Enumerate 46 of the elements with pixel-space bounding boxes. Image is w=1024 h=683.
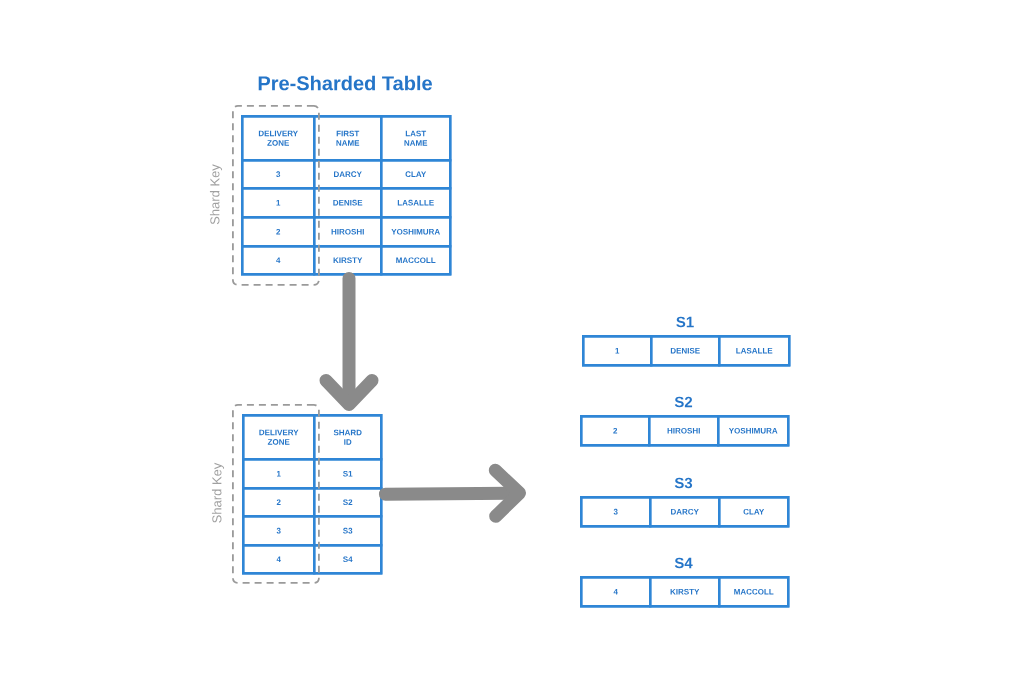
- arrow: [319, 271, 379, 411]
- table-cell: CLAY: [380, 159, 452, 190]
- table-cell: KIRSTY: [649, 576, 721, 608]
- table-cell: MACCOLL: [718, 576, 790, 608]
- table-cell: 1: [241, 187, 316, 219]
- table-title: S3: [674, 477, 693, 489]
- table-cell: S1: [313, 458, 383, 490]
- table-cell: LASALLE: [380, 187, 452, 219]
- table-cell: S3: [313, 515, 383, 547]
- header-cell: SHARD ID: [313, 414, 383, 461]
- table-cell: 3: [580, 496, 652, 528]
- header-cell: DELIVERY ZONE: [242, 414, 316, 461]
- table-cell: MACCOLL: [380, 245, 452, 276]
- table-cell: S2: [313, 487, 383, 518]
- table-cell: LASALLE: [718, 335, 791, 367]
- vertical-label: Shard Key: [209, 164, 223, 225]
- table-cell: DARCY: [649, 496, 721, 528]
- table-cell: YOSHIMURA: [380, 216, 452, 248]
- table-cell: 2: [242, 487, 316, 518]
- header-cell: DELIVERY ZONE: [241, 115, 316, 162]
- table-cell: 2: [241, 216, 316, 248]
- table-title: Pre-Sharded Table: [258, 75, 432, 91]
- table-cell: DENISE: [313, 187, 383, 219]
- table-title: S1: [676, 316, 694, 328]
- vertical-label: Shard Key: [211, 462, 225, 523]
- table-cell: 4: [580, 576, 652, 608]
- header-cell: LAST NAME: [380, 115, 452, 162]
- table-cell: 4: [242, 544, 316, 575]
- table-cell: HIROSHI: [313, 216, 383, 248]
- table-cell: 4: [241, 245, 316, 276]
- table-cell: 1: [582, 335, 653, 367]
- table-cell: DENISE: [650, 335, 721, 367]
- table-title: S4: [674, 557, 693, 569]
- table-cell: 1: [242, 458, 316, 490]
- table-cell: S4: [313, 544, 383, 575]
- table-cell: DARCY: [313, 159, 383, 190]
- table-title: S2: [674, 396, 693, 408]
- arrow: [378, 463, 526, 523]
- table-cell: 3: [242, 515, 316, 547]
- table-cell: KIRSTY: [313, 245, 383, 276]
- table-cell: HIROSHI: [648, 415, 720, 447]
- table-cell: 2: [580, 415, 651, 447]
- table-cell: YOSHIMURA: [717, 415, 790, 447]
- table-cell: 3: [241, 159, 316, 190]
- table-cell: CLAY: [718, 496, 790, 528]
- header-cell: FIRST NAME: [313, 115, 383, 162]
